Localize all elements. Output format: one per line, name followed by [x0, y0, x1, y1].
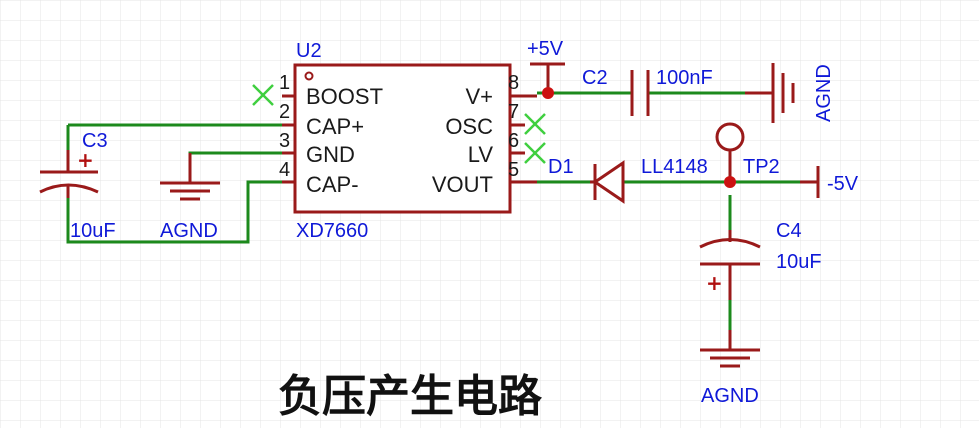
agnd-symbol-c4[interactable]: AGND [700, 330, 760, 407]
no-connect-pin1-icon [252, 84, 274, 106]
pin-num-2: 2 [279, 101, 290, 123]
c2-value: 100nF [656, 67, 713, 89]
pin-num-1: 1 [279, 72, 290, 94]
no-connect-pin7-icon [524, 113, 546, 135]
pin-name-cap-minus: CAP- [306, 172, 359, 197]
pin1-marker [304, 71, 314, 81]
power-plus5v[interactable]: +5V [527, 38, 565, 99]
pin-num-3: 3 [279, 130, 290, 152]
capacitor-c3[interactable]: + C3 10uF [39, 130, 116, 242]
no-connect-pin6-icon [524, 142, 546, 164]
junction-dot-vplus [542, 87, 554, 99]
c4-value: 10uF [776, 251, 822, 273]
plus5v-label: +5V [527, 38, 564, 60]
minus5v-label: -5V [827, 173, 859, 195]
ic-u2[interactable]: U2 XD7660 1 BOOST 2 CAP+ 3 GND 4 CAP- 8 … [279, 40, 537, 242]
c4-ref: C4 [776, 220, 802, 242]
wire-cap-minus [66, 180, 282, 244]
agnd-symbol-left[interactable]: AGND [160, 153, 220, 242]
pin-num-7: 7 [508, 101, 519, 123]
pin-num-4: 4 [279, 159, 290, 181]
pin-name-vplus: V+ [465, 84, 493, 109]
tp2-ring [715, 122, 745, 152]
pin-name-gnd: GND [306, 142, 355, 167]
c2-ref: C2 [582, 67, 608, 89]
no-connect-marks [252, 84, 546, 164]
c3-polarity-plus: + [77, 148, 94, 172]
pin-name-osc: OSC [445, 114, 493, 139]
c3-value: 10uF [70, 220, 116, 242]
pin-name-boost: BOOST [306, 84, 383, 109]
d1-value: LL4148 [641, 156, 708, 178]
pin-num-8: 8 [508, 72, 519, 94]
agnd-symbol-c2[interactable]: AGND [745, 63, 835, 123]
diode-d1[interactable]: D1 LL4148 [548, 156, 708, 204]
agnd-c2-label: AGND [813, 64, 835, 122]
d1-ref: D1 [548, 156, 574, 178]
diagram-title: 负压产生电路 [278, 371, 543, 422]
u2-ref: U2 [296, 40, 322, 62]
power-minus5v[interactable]: -5V [800, 166, 859, 198]
pin-num-5: 5 [508, 159, 519, 181]
u2-value: XD7660 [296, 220, 368, 242]
capacitor-c2[interactable]: C2 100nF [582, 67, 713, 116]
testpoint-tp2[interactable]: TP2 [715, 122, 780, 188]
pin-name-cap-plus: CAP+ [306, 114, 364, 139]
pin-name-lv: LV [468, 142, 494, 167]
pin-name-vout: VOUT [432, 172, 493, 197]
junction-dot-tp2 [724, 176, 736, 188]
agnd-c4-label: AGND [701, 385, 759, 407]
tp2-ref: TP2 [743, 156, 780, 178]
agnd-left-label: AGND [160, 220, 218, 242]
capacitor-c4[interactable]: + C4 10uF [699, 220, 822, 300]
pin-num-6: 6 [508, 130, 519, 152]
c4-polarity-plus: + [706, 271, 723, 295]
c3-ref: C3 [82, 130, 108, 152]
diode-triangle [592, 160, 625, 204]
ic-body [293, 63, 512, 214]
